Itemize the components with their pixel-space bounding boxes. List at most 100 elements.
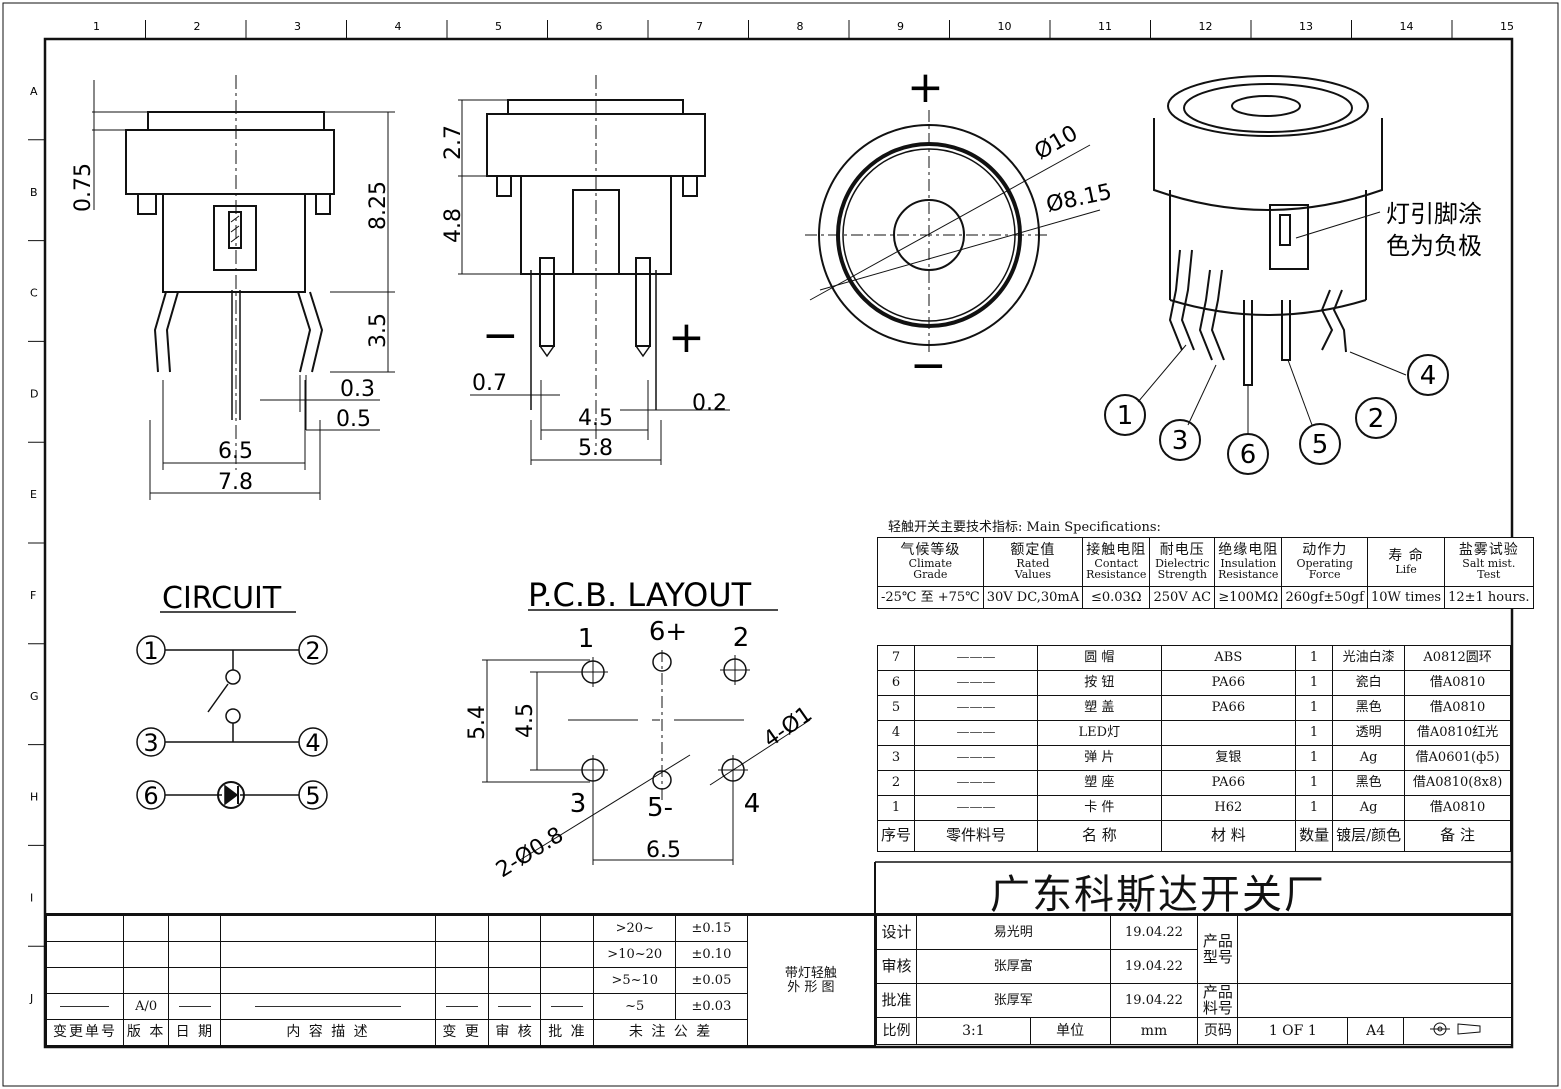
revision-cell	[434, 915, 489, 942]
bom-cell-finish: 黑色	[1332, 770, 1406, 796]
pcb-pin-6plus: 6+	[649, 617, 687, 647]
product-code-label: 产品料号	[1197, 983, 1239, 1018]
bom-cell-no: 5	[876, 695, 916, 721]
row-label: H	[30, 791, 38, 804]
scale-label: 比例	[876, 1017, 917, 1045]
revision-header: 批 准	[540, 1019, 595, 1046]
revision-cell	[434, 993, 489, 1020]
revision-cell	[168, 915, 222, 942]
dim-4-8: 4.8	[441, 208, 466, 243]
bom-header-name: 名 称	[1037, 820, 1162, 852]
spec-value-cell: 250V AC	[1149, 586, 1216, 609]
revision-cell	[46, 941, 124, 968]
bom-cell-note: A0812圆环	[1404, 645, 1511, 671]
bom-cell-material: PA66	[1160, 695, 1297, 721]
circuit-node-4: 4	[305, 729, 320, 757]
dim-4-5: 4.5	[578, 406, 613, 431]
bom-cell-no: 7	[876, 645, 916, 671]
bom-cell-no: 3	[876, 745, 916, 771]
revision-cell	[168, 941, 222, 968]
circuit-node-3: 3	[143, 729, 158, 757]
revision-cell	[487, 993, 542, 1020]
revision-header: 内 容 描 述	[220, 1019, 436, 1046]
column-label: 10	[998, 20, 1012, 33]
revision-cell: A/0	[122, 993, 170, 1020]
dim-7-8: 7.8	[218, 470, 253, 495]
bom-cell-part: ———	[914, 670, 1039, 696]
bom-cell-finish: Ag	[1332, 745, 1406, 771]
bom-cell-qty: 1	[1295, 670, 1334, 696]
circuit-title: CIRCUIT	[162, 581, 282, 616]
bom-cell-part: ———	[914, 795, 1039, 821]
dim-d10: Ø10	[1031, 121, 1083, 165]
spec-header-zh: 气候等级	[900, 542, 961, 559]
approval-role: 批准	[876, 983, 917, 1018]
spec-header-zh: 额定值	[1010, 542, 1056, 559]
revision-cell	[168, 993, 222, 1020]
revision-cell	[46, 915, 124, 942]
bom-cell-note: 借A0601(ф5)	[1404, 745, 1511, 771]
column-label: 4	[395, 20, 402, 33]
bom-cell-no: 4	[876, 720, 916, 746]
spec-title: 轻触开关主要技术指标: Main Specifications:	[888, 520, 1161, 535]
iso-pin-6: 6	[1240, 440, 1257, 470]
bom-cell-note: 借A0810(8x8)	[1404, 770, 1511, 796]
tolerance-range: >10~20	[593, 941, 677, 968]
bom-cell-part: ———	[914, 645, 1039, 671]
approval-name: 张厚富	[915, 949, 1111, 984]
spec-value-cell: 10W times	[1366, 586, 1446, 609]
bom-cell-finish: 透明	[1332, 720, 1406, 746]
dim-0-5: 0.5	[336, 407, 371, 432]
bom-header-qty: 数量	[1295, 820, 1334, 852]
bom-cell-name: 圆 帽	[1037, 645, 1162, 671]
pcb-pin-5minus: 5-	[647, 793, 673, 823]
bom-header-row: 序号零件料号名 称材 料数量镀层/颜色备 注	[876, 820, 1511, 852]
dim-2-7: 2.7	[441, 125, 466, 160]
approval-role: 设计	[876, 915, 917, 950]
bom-cell-qty: 1	[1295, 795, 1334, 821]
pcb-pin-1: 1	[578, 624, 595, 654]
front-minus: −	[482, 310, 519, 361]
tolerance-range: >20~	[593, 915, 677, 942]
bom-cell-note: 借A0810红光	[1404, 720, 1511, 746]
spec-header-zh: 动作力	[1302, 542, 1348, 559]
column-label: 14	[1400, 20, 1414, 33]
spec-header-en1: Rated	[1016, 556, 1050, 570]
bom-cell-note: 借A0810	[1404, 795, 1511, 821]
pcb-dim-6-5: 6.5	[646, 838, 681, 863]
dim-0-3: 0.3	[340, 377, 375, 402]
pcb-dim-4-d1: 4-Ø1	[759, 702, 817, 753]
spec-value-cell: 260gf±50gf	[1281, 586, 1368, 609]
approval-date: 19.04.22	[1109, 949, 1199, 984]
company-name: 广东科斯达开关厂	[990, 872, 1326, 918]
approval-name: 易光明	[915, 915, 1111, 950]
spec-header-en1: Operating	[1296, 556, 1353, 570]
revision-header: 版 本	[122, 1019, 170, 1046]
page-value: 1 OF 1	[1237, 1017, 1349, 1045]
bom-header-no: 序号	[876, 820, 916, 852]
dim-0-2: 0.2	[692, 391, 727, 416]
dim-0-75: 0.75	[71, 163, 96, 212]
revision-cell	[540, 993, 595, 1020]
revision-header: 变更单号	[46, 1019, 124, 1046]
spec-header-en2: Values	[1014, 568, 1052, 582]
revision-cell	[122, 915, 170, 942]
iso-pin-2: 2	[1368, 404, 1385, 434]
spec-value-cell: -25℃ 至 +75℃	[877, 586, 984, 609]
projection-symbol-icon	[1403, 1017, 1512, 1045]
spec-header-en2: Strength	[1157, 568, 1207, 582]
bom-cell-material: PA66	[1160, 670, 1297, 696]
bom-cell-material	[1160, 720, 1297, 746]
sheet-size: A4	[1347, 1017, 1405, 1045]
revision-cell	[220, 967, 436, 994]
iso-note-line2: 色为负极	[1386, 232, 1482, 260]
dim-6-5: 6.5	[218, 439, 253, 464]
dim-d8-15: Ø8.15	[1044, 180, 1114, 218]
